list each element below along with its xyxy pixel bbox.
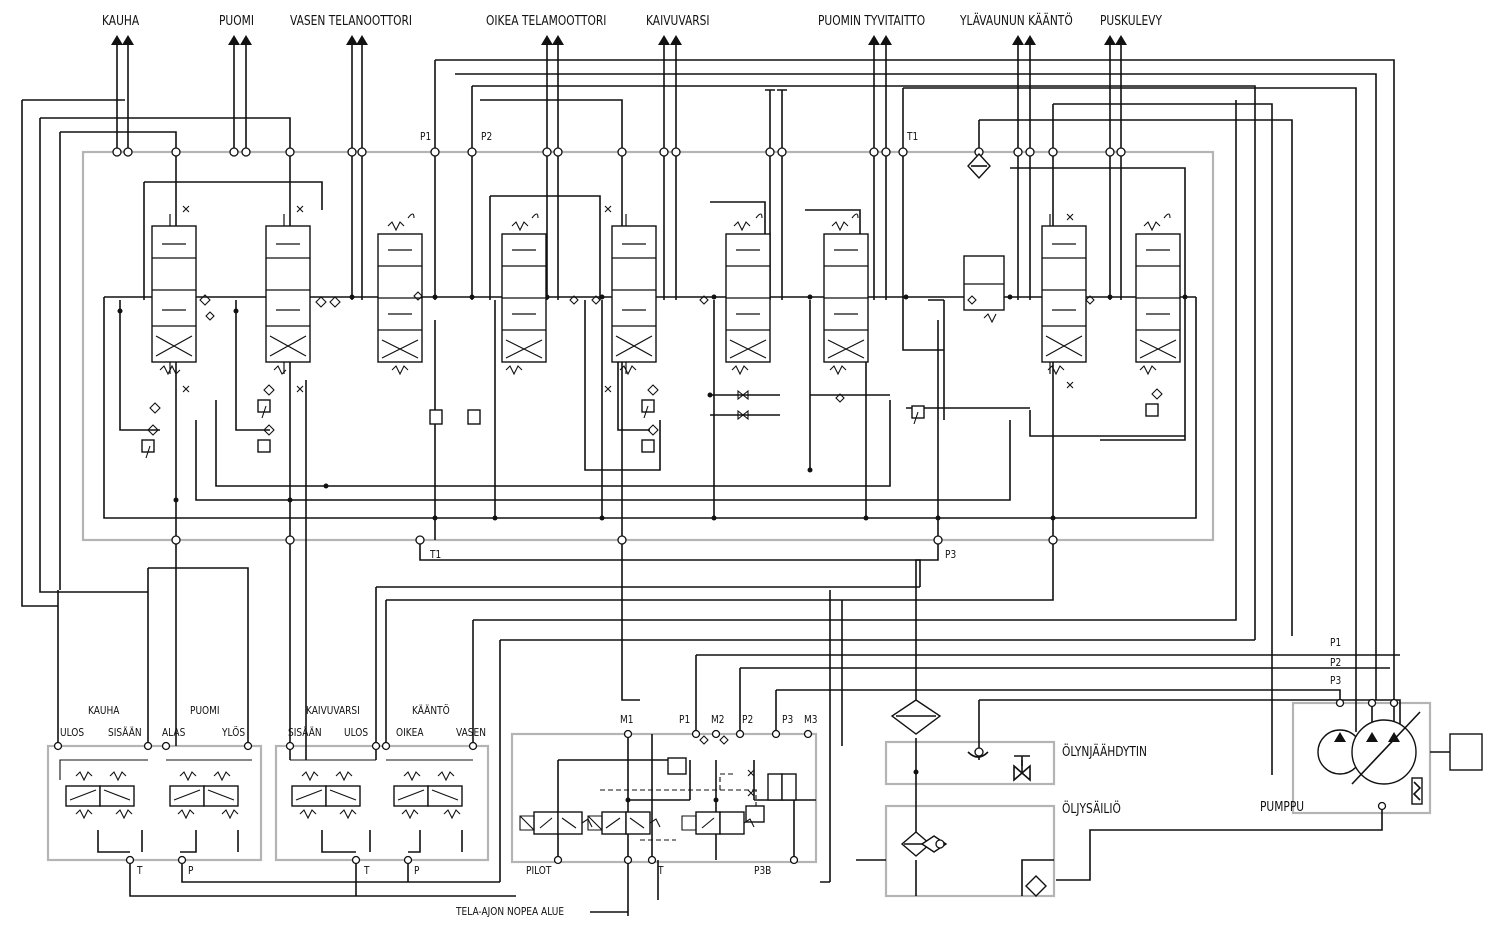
port-p2: P2	[481, 130, 493, 143]
jr-sisaan: SISÄÄN	[288, 726, 322, 739]
relief-valves	[141, 291, 1163, 745]
label-tank: ÖLJYSÄILIÖ	[1062, 802, 1121, 817]
label-puskulevy: PUSKULEVY	[1100, 14, 1162, 29]
tank-enclosure	[884, 804, 1056, 898]
port-p3: P3	[945, 548, 957, 561]
port-p1: P1	[420, 130, 432, 143]
cooler-enclosure	[884, 740, 1056, 786]
port-circles	[53, 147, 1399, 865]
pump-enclosure	[1291, 701, 1432, 815]
pilot-p2: P2	[742, 713, 754, 726]
pilot-m2: M2	[711, 713, 725, 726]
junction-dots	[117, 294, 1188, 803]
pilot-p3: P3	[782, 713, 794, 726]
pump-symbol	[1317, 711, 1483, 805]
tank-filter	[900, 831, 1047, 897]
jr-p: P	[414, 864, 420, 877]
label-cooler: ÖLYNJÄÄHDYTIN	[1062, 745, 1148, 760]
label-pump: PUMPPU	[1260, 800, 1305, 815]
jr-ulos: ULOS	[344, 726, 369, 739]
jl-ylos: YLÖS	[222, 726, 246, 739]
jr-vasen: VASEN	[456, 726, 486, 739]
pilot-p3b: P3B	[754, 864, 772, 877]
joystick-right-title-a: KAIVUVARSI	[306, 704, 360, 717]
joystick-valves	[59, 759, 473, 820]
label-puomi: PUOMI	[219, 14, 254, 29]
pilot-p1: P1	[679, 713, 691, 726]
jl-ulos: ULOS	[60, 726, 85, 739]
pump-line-p3: P3	[1330, 674, 1342, 687]
pilot-t: T	[658, 864, 664, 877]
footer-note: TELA-AJON NOPEA ALUE	[456, 905, 565, 918]
work-port-lines	[111, 35, 1127, 152]
port-t1-bottom: T1	[430, 548, 442, 561]
cooler-check	[967, 747, 1031, 782]
pilot-m3: M3	[804, 713, 818, 726]
jl-alas: ALAS	[162, 726, 186, 739]
joystick-left-title-b: PUOMI	[190, 704, 220, 717]
filter-top	[967, 152, 991, 180]
joystick-left-title-a: KAUHA	[88, 704, 120, 717]
pilot-block-enclosure	[510, 732, 818, 864]
jl-p: P	[188, 864, 194, 877]
pilot-m1: M1	[620, 713, 634, 726]
pilot-pilot: PILOT	[526, 864, 552, 877]
joystick-right-title-b: KÄÄNTÖ	[412, 704, 450, 717]
pump-line-p2: P2	[1330, 656, 1342, 669]
control-valve-enclosure	[81, 150, 1215, 542]
jl-t: T	[137, 864, 143, 877]
label-ylavaunun-kaanto: YLÄVAUNUN KÄÄNTÖ	[960, 14, 1073, 29]
jr-t: T	[364, 864, 370, 877]
label-oikea-telamoottori: OIKEA TELAMOOTTORI	[486, 14, 607, 29]
pump-line-p1: P1	[1330, 636, 1342, 649]
label-puomin-tyvitaitto: PUOMIN TYVITAITTO	[818, 14, 926, 29]
return-filter	[890, 699, 942, 735]
label-kauha: KAUHA	[102, 14, 140, 29]
orifice-marks	[182, 205, 1074, 797]
label-vasen-telamoottori: VASEN TELANOOTTORI	[290, 14, 413, 29]
joystick-left-enclosure	[46, 744, 263, 862]
pilot-solenoid-valves	[519, 757, 797, 841]
port-t1-top: T1	[907, 130, 919, 143]
jl-sisaan: SISÄÄN	[108, 726, 142, 739]
directional-valves	[151, 213, 1181, 376]
jr-oikea: OIKEA	[396, 726, 424, 739]
label-kaivuvarsi: KAIVUVARSI	[646, 14, 710, 29]
